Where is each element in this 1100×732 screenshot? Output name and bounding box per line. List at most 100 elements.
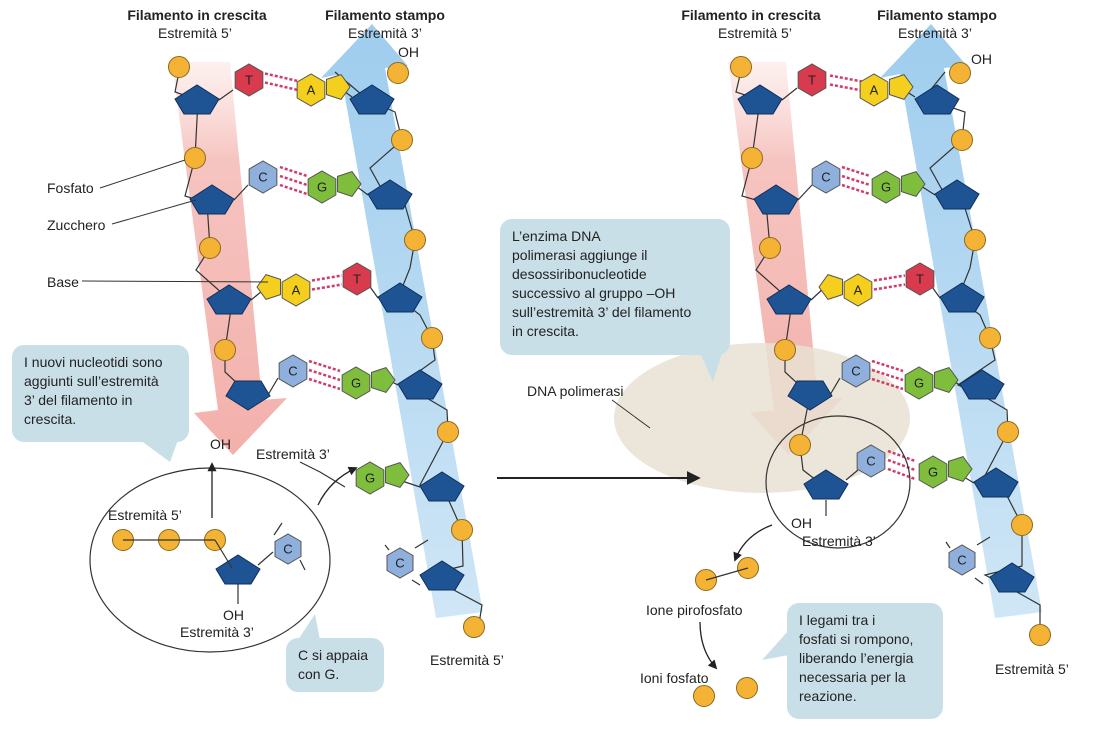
- phosphate-group: [730, 56, 752, 78]
- phosphate-group: [463, 616, 485, 638]
- fosfato-label: Fosfato: [47, 180, 94, 196]
- right-template-backbone: [922, 71, 1041, 635]
- phosphate-group: [774, 339, 796, 361]
- nuovi-nucleotidi-callout: I nuovi nucleotidi sono aggiunti sull’es…: [12, 345, 189, 442]
- hydrogen-bond: [279, 183, 308, 196]
- hydrogen-bond: [871, 359, 904, 373]
- right-growing-backbone: [735, 66, 826, 488]
- deoxyribose-sugar: [349, 84, 395, 115]
- phosphate-group: [391, 129, 413, 151]
- thymine-base: [342, 262, 372, 296]
- callout-line: liberando l’energia: [799, 650, 914, 666]
- right-growing-strand-heading: Filamento in crescita: [681, 7, 821, 23]
- hydrogen-bond: [873, 283, 906, 291]
- base-substituent: [414, 539, 429, 549]
- phosphate-group: [451, 519, 473, 541]
- dna-polymerase-enzyme: [614, 343, 910, 493]
- legami-fosfati-callout: I legami tra i fosfati si rompono, liber…: [787, 603, 943, 719]
- hydrogen-bond: [264, 81, 301, 92]
- zoom-circle: [765, 415, 911, 549]
- polymerase-layer: [140, 343, 910, 660]
- adenine-base-letter: A: [870, 83, 879, 98]
- base-label: Base: [47, 274, 79, 290]
- nucleotide-link: [214, 539, 233, 569]
- cytosine-base: [856, 444, 886, 478]
- left-growing-strand-heading: Filamento in crescita: [127, 7, 267, 23]
- callout-line: successivo al gruppo –OH: [512, 285, 676, 301]
- left-growing-oh-label: OH: [210, 436, 231, 452]
- zucchero-label: Zucchero: [47, 217, 106, 233]
- right-top-oh-label: OH: [971, 51, 992, 67]
- ioni-fosfato-label: Ioni fosfato: [640, 670, 709, 686]
- hydrogen-bond: [873, 274, 906, 282]
- callout-line: polimerasi aggiunge il: [512, 247, 648, 263]
- callout-line: fosfati si rompono,: [799, 631, 914, 647]
- deoxyribose-sugar: [959, 369, 1005, 400]
- callout-tail: [298, 614, 320, 640]
- phosphate-group: [789, 434, 811, 456]
- phosphate-group: [741, 147, 763, 169]
- guanine-base: [918, 455, 948, 489]
- cytosine-base-letter: C: [283, 542, 292, 557]
- cytosine-base: [811, 160, 841, 194]
- adenine-base-ring: [325, 74, 351, 100]
- thymine-base: [234, 63, 264, 97]
- deoxyribose-sugar: [419, 560, 465, 591]
- deoxyribose-sugar: [973, 467, 1019, 498]
- left-template-strand-end: Estremità 3’: [348, 25, 422, 41]
- hydrogen-bond: [887, 467, 916, 481]
- deoxyribose-sugar: [367, 179, 413, 210]
- callout-line: reazione.: [799, 688, 857, 704]
- phosphate-group: [949, 62, 971, 84]
- guanine-base-ring: [947, 456, 973, 482]
- right-template-strand-heading: Filamento stampo: [877, 7, 997, 23]
- adenine-base: [281, 273, 311, 307]
- deoxyribose-sugar: [215, 554, 261, 585]
- guanine-base: [307, 170, 337, 204]
- thymine-base: [905, 262, 935, 296]
- left-template-backbone: [334, 71, 483, 631]
- zucchero-pointer: [111, 199, 197, 225]
- deoxyribose-sugar: [989, 562, 1035, 593]
- sugar-base-link: [781, 87, 798, 101]
- adenine-base-ring: [256, 274, 282, 300]
- thymine-base: [797, 63, 827, 97]
- callout-line: 3’ del filamento in: [24, 392, 133, 408]
- hydrogen-bond: [841, 174, 871, 187]
- cytosine-base: [248, 160, 278, 194]
- adenine-base-letter: A: [307, 83, 316, 98]
- phosphate-group: [387, 62, 409, 84]
- circle-3-end-label: Estremità 3’: [180, 624, 254, 640]
- hydrogen-bond: [311, 283, 343, 291]
- cytosine-base-letter: C: [288, 364, 297, 379]
- circle-oh-label: OH: [223, 607, 244, 623]
- cytosine-base: [386, 547, 414, 579]
- base-substituent: [384, 544, 390, 551]
- pointer-lines: [81, 159, 911, 670]
- thymine-base-letter: T: [916, 272, 924, 287]
- adenine-base: [296, 73, 326, 107]
- sugar-base-link: [233, 184, 249, 201]
- callout-line: crescita.: [24, 411, 77, 427]
- base-pointer: [81, 280, 269, 283]
- adenine-base-letter: A: [292, 283, 301, 298]
- phosphate-group: [421, 327, 443, 349]
- callout-line: desossiribonucleotide: [512, 266, 647, 282]
- guanine-base: [871, 170, 901, 204]
- left-growing-strand-end: Estremità 5’: [158, 25, 232, 41]
- hydrogen-bond: [279, 165, 308, 178]
- phosphate-group: [168, 56, 190, 78]
- cytosine-base: [274, 533, 302, 565]
- deoxyribose-sugar: [787, 380, 833, 411]
- guanine-base-ring: [370, 367, 396, 393]
- guanine-base-ring: [336, 171, 362, 197]
- guanine-base: [904, 366, 934, 400]
- phosphate-group: [964, 229, 986, 251]
- cytosine-base-letter: C: [851, 364, 860, 379]
- phosphate-group: [184, 147, 206, 169]
- callout-line: necessaria per la: [799, 669, 906, 685]
- right-bottom-5-end-label: Estremità 5’: [995, 661, 1069, 677]
